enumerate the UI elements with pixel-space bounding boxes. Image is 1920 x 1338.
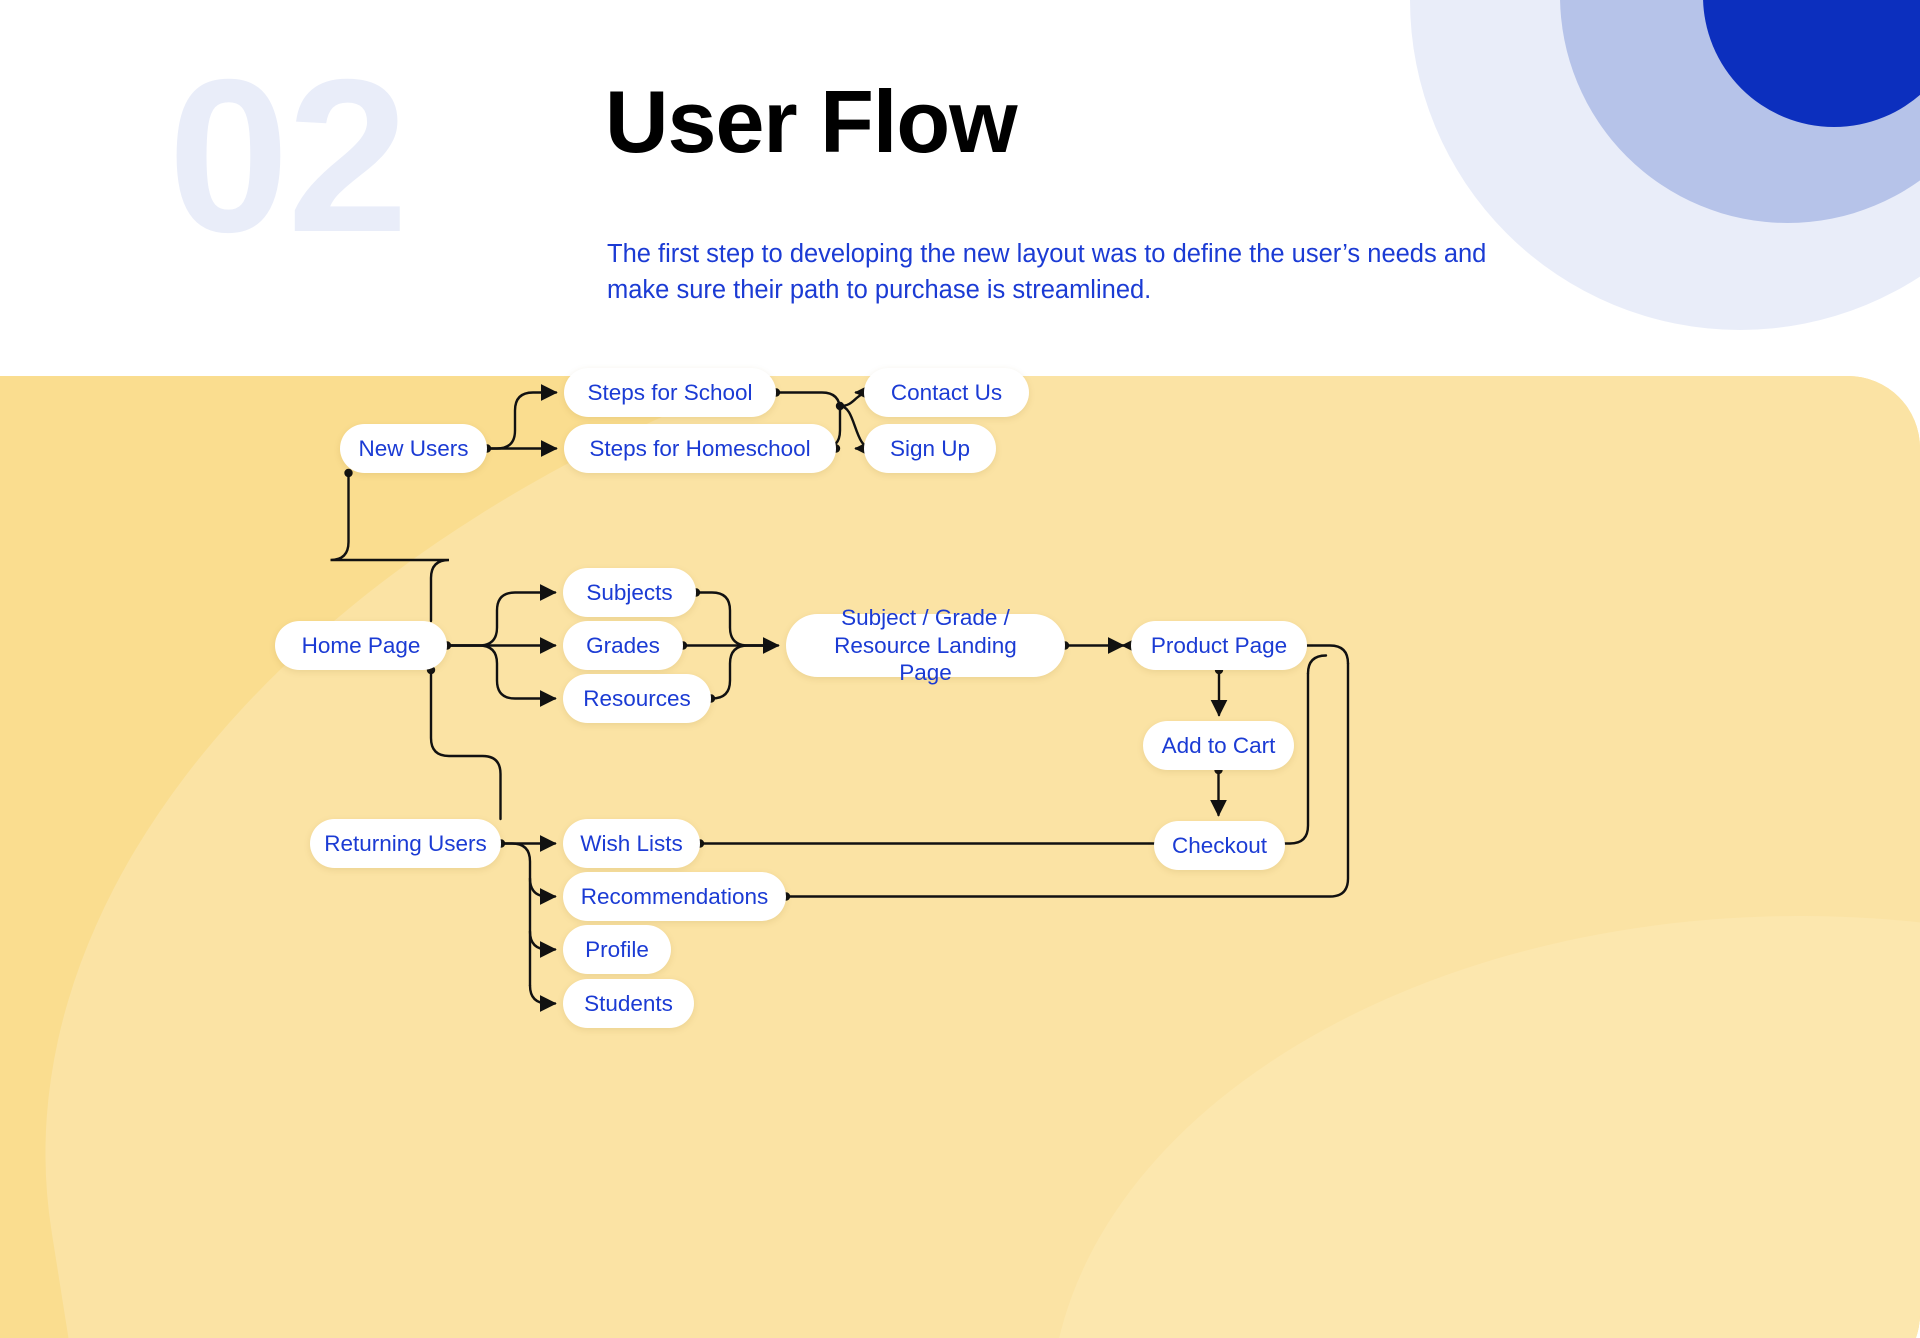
edge-new-users-home-page [330, 471, 450, 623]
flow-node-landing-page[interactable]: Subject / Grade / Resource Landing Page [786, 605, 1065, 685]
subtitle-line-2: make sure their path to purchase is stre… [607, 276, 1152, 305]
flow-node-profile[interactable]: Profile [563, 925, 671, 974]
page-subtitle: The first step to developing the new lay… [607, 236, 1667, 308]
flow-node-steps-homeschool[interactable]: Steps for Homeschool [564, 424, 836, 473]
subtitle-line-1: The first step to developing the new lay… [607, 240, 1487, 268]
edge-recommendations-trunk [784, 662, 1350, 898]
edge-returning-users-trunk [499, 842, 532, 987]
flow-node-resources[interactable]: Resources [563, 674, 711, 723]
edge-steps-school-junction [774, 391, 842, 411]
flow-node-sign-up[interactable]: Sign Up [864, 424, 996, 473]
flow-node-steps-school[interactable]: Steps for School [564, 368, 776, 417]
edge-home-page-subjects [445, 584, 557, 647]
page-title: User Flow [605, 72, 1018, 171]
flow-node-product-page[interactable]: Product Page [1131, 621, 1307, 670]
edge-trunk-product-page [1121, 637, 1350, 665]
edge-home-page-resources [445, 644, 557, 707]
flow-node-checkout[interactable]: Checkout [1154, 821, 1285, 870]
edge-wish-lists-merge [1306, 654, 1328, 675]
flow-node-returning-users[interactable]: Returning Users [310, 819, 501, 868]
flow-node-wish-lists[interactable]: Wish Lists [563, 819, 700, 868]
flow-node-students[interactable]: Students [563, 979, 694, 1028]
flow-node-add-to-cart[interactable]: Add to Cart [1143, 721, 1294, 770]
edge-resources-landing-page [709, 644, 778, 700]
edge-new-users-steps-school [485, 384, 558, 450]
flow-node-subjects[interactable]: Subjects [563, 568, 696, 617]
edge-wish-lists-trunk [698, 672, 1310, 845]
edge-returning-users-profile [528, 930, 557, 958]
flow-node-grades[interactable]: Grades [563, 621, 683, 670]
section-number: 02 [168, 35, 408, 278]
flow-node-contact-us[interactable]: Contact Us [864, 368, 1029, 417]
flow-node-home-page[interactable]: Home Page [275, 621, 447, 670]
edge-returning-users-recommendations [528, 877, 557, 905]
flow-node-recommendations[interactable]: Recommendations [563, 872, 786, 921]
edge-home-page-returning-users [429, 668, 502, 821]
flow-node-new-users[interactable]: New Users [340, 424, 487, 473]
edge-returning-users-students [528, 984, 557, 1012]
edge-subjects-landing-page [694, 591, 778, 647]
